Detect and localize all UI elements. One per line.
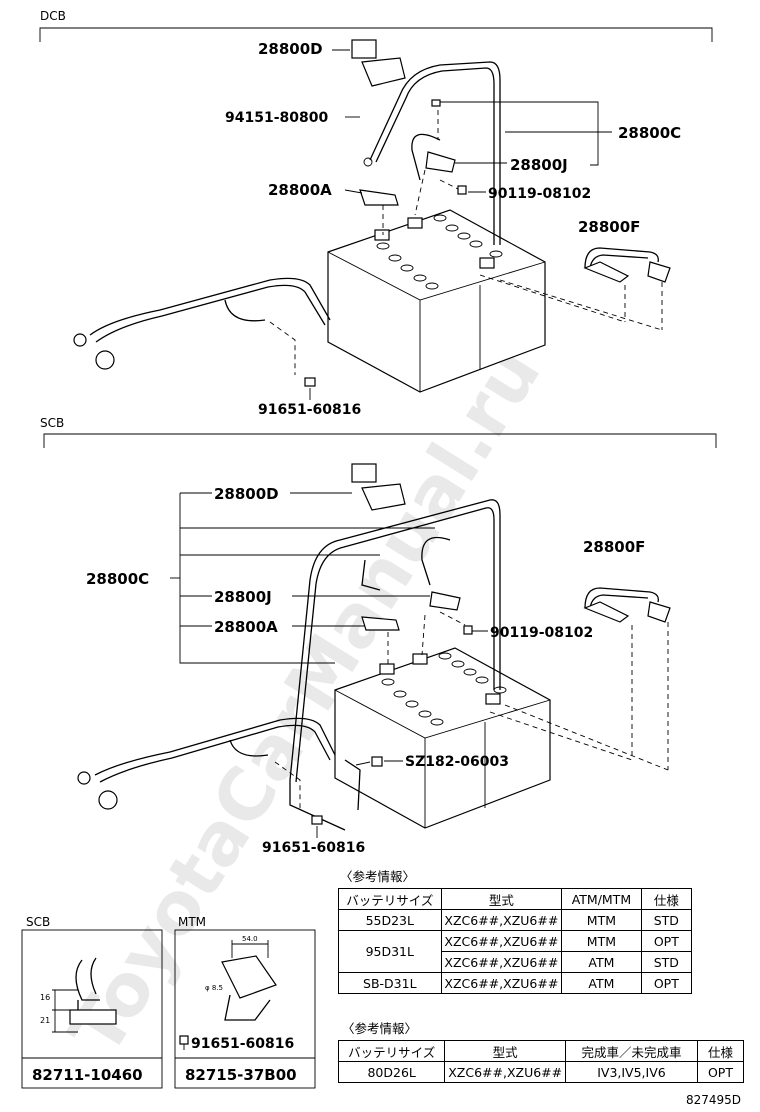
ref-table-2: バッテリサイズ 型式 完成車／未完成車 仕様 80D26L XZC6##,XZU…: [337, 1040, 745, 1083]
inset-bolt-91651: 91651-60816: [191, 1036, 294, 1052]
cable-28800C-dcb: [73, 61, 501, 370]
label-28800C-scb: 28800C: [86, 570, 149, 588]
terminal-28800D-scb: [351, 463, 406, 511]
inset-part-82711: 82711-10460: [32, 1066, 143, 1084]
table-cell: XZC6##,XZU6##: [440, 951, 563, 973]
header-cell: バッテリサイズ: [338, 888, 442, 910]
ref-table-2-header: バッテリサイズ 型式 完成車／未完成車 仕様: [337, 1040, 745, 1062]
table-row: SB-D31L XZC6##,XZU6## ATM OPT: [338, 972, 693, 994]
bolt-91651-dcb: [269, 321, 316, 387]
dim-16: 16: [40, 993, 50, 1002]
label-91651-dcb: 91651-60816: [258, 402, 361, 418]
table-cell: XZC6##,XZU6##: [444, 1061, 566, 1083]
ref-table-1-title: 〈参考情報〉: [340, 869, 416, 884]
label-28800F-dcb: 28800F: [578, 218, 640, 236]
header-cell: 型式: [440, 888, 563, 910]
dim-phi85: φ 8.5: [205, 984, 223, 992]
table-cell: XZC6##,XZU6##: [440, 909, 563, 931]
scb-bracket: [43, 433, 717, 448]
battery-dcb: [327, 209, 546, 393]
label-SZ182-scb: SZ182-06003: [405, 754, 509, 770]
label-90119-dcb: 90119-08102: [488, 186, 591, 202]
table-cell: XZC6##,XZU6##: [440, 930, 563, 952]
cable-28800F-scb: [489, 587, 671, 771]
terminal-28800J-scb: [421, 591, 466, 656]
header-cell: 完成車／未完成車: [565, 1040, 698, 1062]
bolt-91651-scb: [274, 761, 323, 825]
terminal-28800A-dcb: [359, 157, 399, 235]
ref-table-1-header: バッテリサイズ 型式 ATM/MTM 仕様: [338, 888, 693, 910]
dim-54: 54.0: [242, 935, 258, 943]
label-28800A-scb: 28800A: [214, 618, 278, 636]
cable-28800F-dcb: [479, 247, 671, 331]
table-cell: MTM: [561, 930, 642, 952]
section-label-scb: SCB: [40, 416, 64, 430]
cable-28800C-scb: [77, 499, 501, 831]
scb-bracket-28800C: [179, 493, 335, 664]
ref-table-1: バッテリサイズ 型式 ATM/MTM 仕様 55D23L XZC6##,XZU6…: [338, 888, 693, 994]
table-cell: STD: [640, 951, 693, 973]
table-cell: OPT: [640, 972, 693, 994]
dim-21: 21: [40, 1016, 50, 1025]
label-28800D: 28800D: [258, 40, 323, 58]
table-cell: 80D26L: [337, 1061, 446, 1083]
table-cell: OPT: [640, 930, 693, 952]
table-cell: ATM: [561, 972, 642, 994]
table-cell: 95D31L: [338, 930, 442, 973]
label-28800A-dcb: 28800A: [268, 181, 332, 199]
dcb-bracket: [39, 27, 713, 42]
label-28800D-scb: 28800D: [214, 485, 279, 503]
table-row: 95D31L XZC6##,XZU6## MTM OPT: [338, 930, 693, 973]
section-label-dcb: DCB: [40, 9, 66, 23]
table-cell: IV3,IV5,IV6: [565, 1061, 698, 1083]
table-cell: OPT: [696, 1061, 745, 1083]
label-91651-scb: 91651-60816: [262, 840, 365, 856]
table-cell: XZC6##,XZU6##: [440, 972, 563, 994]
header-cell: 型式: [444, 1040, 566, 1062]
table-cell: SB-D31L: [338, 972, 442, 994]
label-28800J-scb: 28800J: [214, 588, 272, 606]
header-cell: 仕様: [640, 888, 693, 910]
header-cell: ATM/MTM: [561, 888, 642, 910]
terminal-28800D-dcb: [351, 39, 406, 87]
table-cell: 55D23L: [338, 909, 442, 931]
bolt-90119-dcb: [457, 185, 467, 195]
label-28800J-dcb: 28800J: [510, 156, 568, 174]
label-90119-scb: 90119-08102: [490, 625, 593, 641]
nut-SZ182-scb: [355, 756, 383, 767]
label-94151-80800: 94151-80800: [225, 110, 328, 126]
table-cell: MTM: [561, 909, 642, 931]
inset-box-scb: 16 21: [21, 929, 163, 1089]
header-cell: バッテリサイズ: [337, 1040, 446, 1062]
ref-table-2-title: 〈参考情報〉: [342, 1021, 418, 1036]
terminal-28800J-dcb: [414, 99, 461, 216]
inset-label-mtm: MTM: [178, 915, 206, 929]
inset-box-mtm: 54.0 φ 8.5: [174, 929, 316, 1089]
table-row: 80D26L XZC6##,XZU6## IV3,IV5,IV6 OPT: [337, 1061, 745, 1083]
battery-scb: [334, 647, 551, 829]
diagram-id: 827495D: [686, 1093, 741, 1107]
header-cell: 仕様: [696, 1040, 745, 1062]
inset-label-scb: SCB: [26, 915, 50, 929]
table-cell: STD: [640, 909, 693, 931]
table-cell: ATM: [561, 951, 642, 973]
label-28800F-scb: 28800F: [583, 538, 645, 556]
table-row: 55D23L XZC6##,XZU6## MTM STD: [338, 909, 693, 931]
label-28800C-dcb: 28800C: [618, 124, 681, 142]
inset-part-82715: 82715-37B00: [185, 1066, 297, 1084]
